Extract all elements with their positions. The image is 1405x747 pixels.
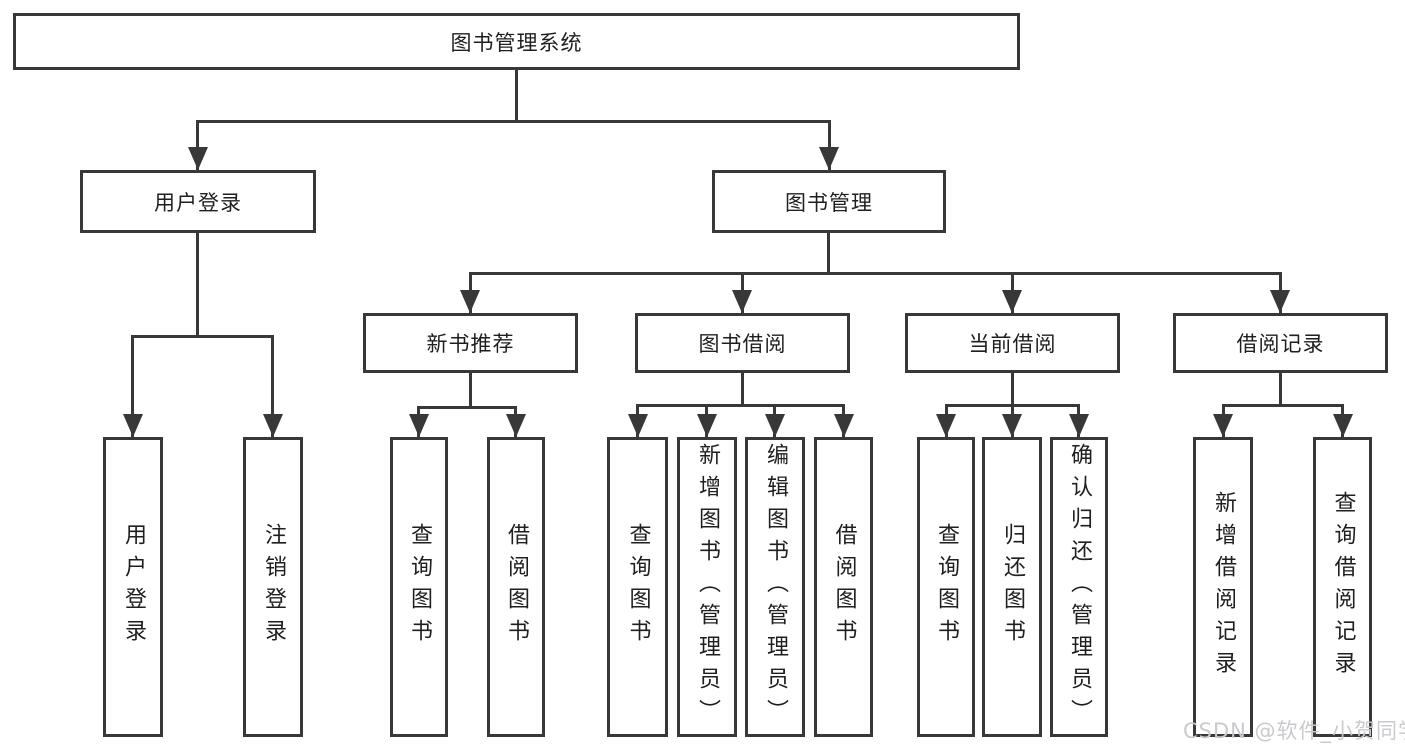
connector-line xyxy=(131,335,134,437)
arrow-down-icon xyxy=(460,290,480,313)
node-search-borrow-record: 查询借阅记录 xyxy=(1313,437,1372,737)
node-return-books: 归还图书 xyxy=(982,437,1042,737)
connector-line xyxy=(827,233,830,275)
node-borrowing-records: 借阅记录 xyxy=(1173,313,1388,373)
node-confirm-return-admin: 确认归还（管理员） xyxy=(1050,437,1108,737)
arrow-down-icon xyxy=(263,414,283,437)
arrow-down-icon xyxy=(1002,290,1022,313)
node-add-borrow-record: 新增借阅记录 xyxy=(1193,437,1253,737)
node-user-login-action: 用户登录 xyxy=(103,437,163,737)
csdn-watermark: CSDN @软件_小贺同学 xyxy=(1183,719,1405,743)
arrow-down-icon xyxy=(1002,414,1022,437)
arrow-down-icon xyxy=(819,147,839,170)
connector-line xyxy=(196,120,199,170)
arrow-down-icon xyxy=(1069,414,1089,437)
connector-line xyxy=(515,70,518,120)
connector-line xyxy=(131,335,274,338)
node-search-books-recommend: 查询图书 xyxy=(390,437,448,737)
arrow-down-icon xyxy=(628,414,648,437)
node-search-books-borrowing: 查询图书 xyxy=(607,437,668,737)
node-user-login: 用户登录 xyxy=(80,170,316,233)
connector-line xyxy=(636,404,845,407)
node-new-book-recommendation: 新书推荐 xyxy=(363,313,578,373)
node-borrow-books-recommend: 借阅图书 xyxy=(487,437,545,737)
arrow-down-icon xyxy=(936,414,956,437)
connector-line xyxy=(196,233,199,338)
arrow-down-icon xyxy=(732,290,752,313)
arrow-down-icon xyxy=(188,147,208,170)
connector-line xyxy=(1279,373,1282,407)
connector-line xyxy=(828,120,831,170)
node-edit-book-admin: 编辑图书（管理员） xyxy=(745,437,805,737)
node-library-system: 图书管理系统 xyxy=(13,13,1020,70)
arrow-down-icon xyxy=(506,414,526,437)
arrow-down-icon xyxy=(765,414,785,437)
node-book-management: 图书管理 xyxy=(712,170,946,233)
node-logout-action: 注销登录 xyxy=(243,437,303,737)
connector-line xyxy=(196,120,831,123)
arrow-down-icon xyxy=(1213,414,1233,437)
node-search-books-current: 查询图书 xyxy=(917,437,975,737)
node-add-book-admin: 新增图书（管理员） xyxy=(677,437,737,737)
connector-line xyxy=(469,272,1282,275)
node-borrow-books: 借阅图书 xyxy=(814,437,873,737)
arrow-down-icon xyxy=(123,414,143,437)
arrow-down-icon xyxy=(697,414,717,437)
connector-line xyxy=(417,406,517,409)
arrow-down-icon xyxy=(1270,290,1290,313)
connector-line xyxy=(271,335,274,437)
arrow-down-icon xyxy=(834,414,854,437)
node-book-borrowing: 图书借阅 xyxy=(635,313,850,373)
connector-line xyxy=(1011,373,1014,407)
arrow-down-icon xyxy=(1333,414,1353,437)
connector-line xyxy=(469,373,472,409)
connector-line xyxy=(741,373,744,407)
arrow-down-icon xyxy=(409,414,429,437)
node-current-borrowing: 当前借阅 xyxy=(905,313,1120,373)
connector-line xyxy=(1222,404,1344,407)
